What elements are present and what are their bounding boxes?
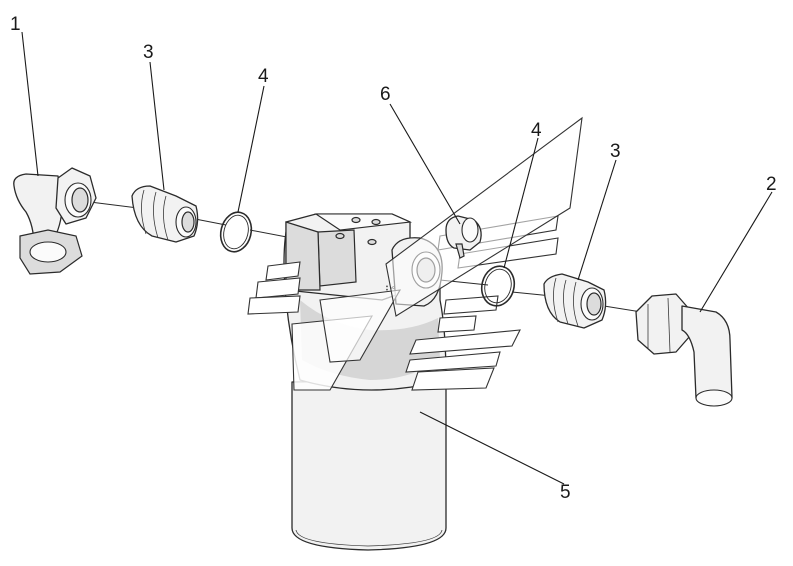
plug xyxy=(445,215,482,259)
callout-2: 2 xyxy=(766,174,777,195)
callout-6: 6 xyxy=(380,84,391,105)
leader-6 xyxy=(389,103,461,225)
leader-3-left xyxy=(149,61,165,191)
callout-1: 1 xyxy=(10,14,21,35)
callout-labels: 1 3 4 6 4 3 2 5 xyxy=(10,14,777,503)
adapter-right xyxy=(543,273,607,329)
leader-1 xyxy=(21,31,39,177)
stylized-logo-mark xyxy=(247,116,583,391)
leader-4-left xyxy=(237,85,265,213)
leader-2 xyxy=(699,191,773,313)
callout-4-left: 4 xyxy=(258,66,269,87)
callout-5: 5 xyxy=(560,482,571,503)
leader-5 xyxy=(419,411,565,485)
callout-4-right: 4 xyxy=(531,120,542,141)
leader-3-right xyxy=(577,159,617,281)
callout-3-left: 3 xyxy=(143,42,154,63)
elbow-fitting-left xyxy=(13,167,97,275)
elbow-fitting-right xyxy=(635,293,733,407)
leader-lines xyxy=(21,31,773,485)
callout-3-right: 3 xyxy=(610,141,621,162)
adapter-left xyxy=(131,185,199,243)
o-ring-left xyxy=(219,211,253,253)
leader-4-right xyxy=(503,137,539,269)
o-ring-right xyxy=(480,265,516,307)
